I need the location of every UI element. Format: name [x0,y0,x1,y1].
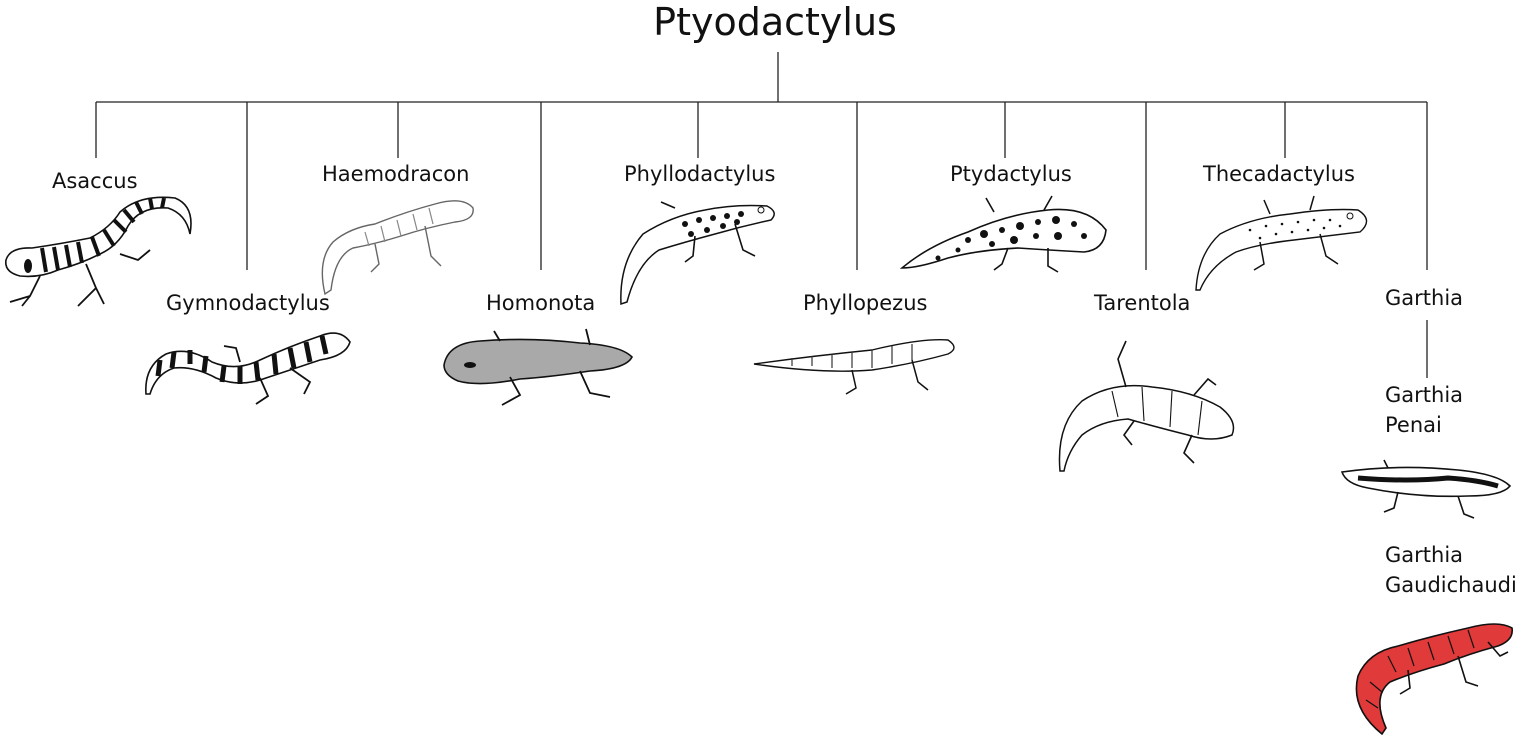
garthia-penai-lizard-icon [1340,459,1512,519]
label-gymnodactylus: Gymnodactylus [166,291,330,315]
label-thecadactylus: Thecadactylus [1203,162,1355,186]
garthia-gaudichaudi-lizard-icon [1355,623,1514,736]
thecadactylus-lizard-icon [1195,195,1368,291]
homonota-lizard-icon [443,328,633,406]
species-epithet: Gaudichaudi [1385,573,1517,597]
phyllodactylus-lizard-icon [620,201,775,306]
asaccus-lizard-icon [4,196,192,307]
species-epithet: Penai [1385,413,1442,437]
label-ptydactylus: Ptydactylus [950,162,1072,186]
label-garthia-penai: Garthia Penai [1385,380,1463,440]
label-garthia-gaudichaudi: Garthia Gaudichaudi [1385,540,1517,600]
haemodracon-lizard-icon [321,200,474,296]
label-phyllodactylus: Phyllodactylus [624,162,776,186]
label-garthia: Garthia [1385,286,1464,310]
species-genus-name: Garthia [1385,383,1464,407]
species-genus-name: Garthia [1385,543,1464,567]
label-tarentola: Tarentola [1094,291,1191,315]
label-phyllopezus: Phyllopezus [803,291,928,315]
root-title: Ptyodactylus [653,0,897,44]
tarentola-lizard-icon [1058,340,1235,472]
label-asaccus: Asaccus [52,169,138,193]
label-haemodracon: Haemodracon [322,162,470,186]
phyllopezus-lizard-icon [753,339,955,395]
gymnodactylus-lizard-icon [145,332,351,405]
ptydactylus-lizard-icon [899,195,1107,273]
label-homonota: Homonota [486,291,596,315]
